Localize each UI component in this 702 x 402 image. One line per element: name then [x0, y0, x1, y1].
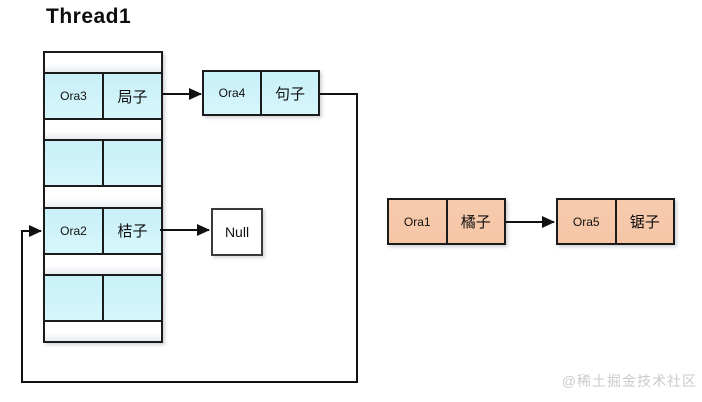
bucket-entry-empty-1	[45, 139, 161, 188]
bucket-spacer-row	[45, 53, 161, 73]
entry-key-label: Ora3	[45, 74, 104, 119]
bucket-spacer-row	[45, 187, 161, 207]
hash-bucket-table: Ora3 局子 Ora2 桔子	[43, 51, 163, 343]
entry-value-label	[104, 276, 161, 320]
node-key-label: Ora1	[389, 200, 448, 243]
entry-value-label: 局子	[117, 88, 148, 106]
bucket-entry-ora2: Ora2 桔子	[45, 206, 161, 255]
entry-value-label: 桔子	[117, 223, 148, 241]
bucket-spacer-row	[45, 254, 161, 274]
node-key-label: Ora4	[204, 72, 262, 114]
entry-key-label: Ora2	[45, 208, 104, 253]
node-value-label: 橘子	[460, 214, 491, 231]
entry-key-label	[45, 275, 104, 320]
entry-key-label	[45, 141, 104, 186]
bucket-entry-ora3: Ora3 局子	[45, 72, 161, 121]
watermark-text: @稀土掘金技术社区	[561, 373, 697, 389]
bucket-entry-empty-2	[45, 273, 161, 322]
bucket-spacer-row	[45, 120, 161, 140]
node-value-label: 句子	[274, 85, 305, 103]
node-null: Null	[211, 208, 263, 256]
thread-title: Thread1	[46, 5, 132, 28]
node-ora1: Ora1 橘子	[387, 198, 506, 245]
node-ora4: Ora4 句子	[202, 70, 320, 116]
bucket-spacer-row	[45, 321, 161, 342]
entry-value-label	[104, 141, 161, 185]
node-ora5: Ora5 锯子	[556, 198, 675, 245]
node-key-label: Ora5	[558, 200, 617, 243]
node-value-label: 锯子	[629, 214, 660, 231]
